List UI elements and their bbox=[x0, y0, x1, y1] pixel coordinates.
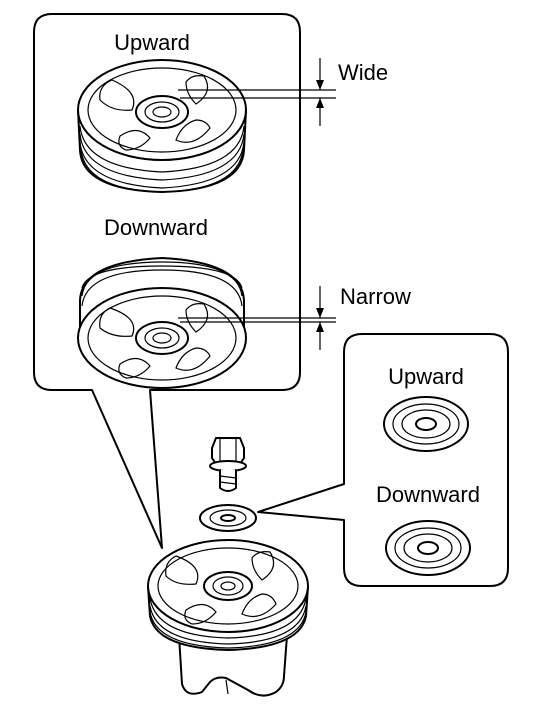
pulley-upward-icon bbox=[77, 59, 247, 193]
label-upward-washer: Upward bbox=[388, 364, 464, 389]
washer-upward-icon bbox=[383, 396, 469, 452]
washer-downward-icon bbox=[385, 520, 471, 576]
bolt-icon bbox=[209, 437, 247, 492]
dimension-wide: Wide bbox=[178, 58, 388, 126]
label-downward-pulley: Downward bbox=[104, 215, 208, 240]
label-downward-washer: Downward bbox=[376, 482, 480, 507]
pulley-callout: Upward Downward bbox=[33, 13, 301, 549]
pump-assembly-icon bbox=[147, 539, 309, 697]
label-wide: Wide bbox=[338, 60, 388, 85]
dimension-arrow-icon bbox=[316, 308, 324, 318]
label-narrow: Narrow bbox=[340, 284, 411, 309]
washer-callout: Upward Downward bbox=[257, 333, 509, 587]
pulley-downward-icon bbox=[77, 257, 247, 389]
dimension-arrow-icon bbox=[316, 80, 324, 90]
dimension-narrow: Narrow bbox=[178, 284, 411, 350]
dimension-arrow-icon bbox=[316, 322, 324, 332]
washer-icon bbox=[199, 504, 257, 532]
label-upward-pulley: Upward bbox=[114, 30, 190, 55]
dimension-arrow-icon bbox=[316, 98, 324, 108]
